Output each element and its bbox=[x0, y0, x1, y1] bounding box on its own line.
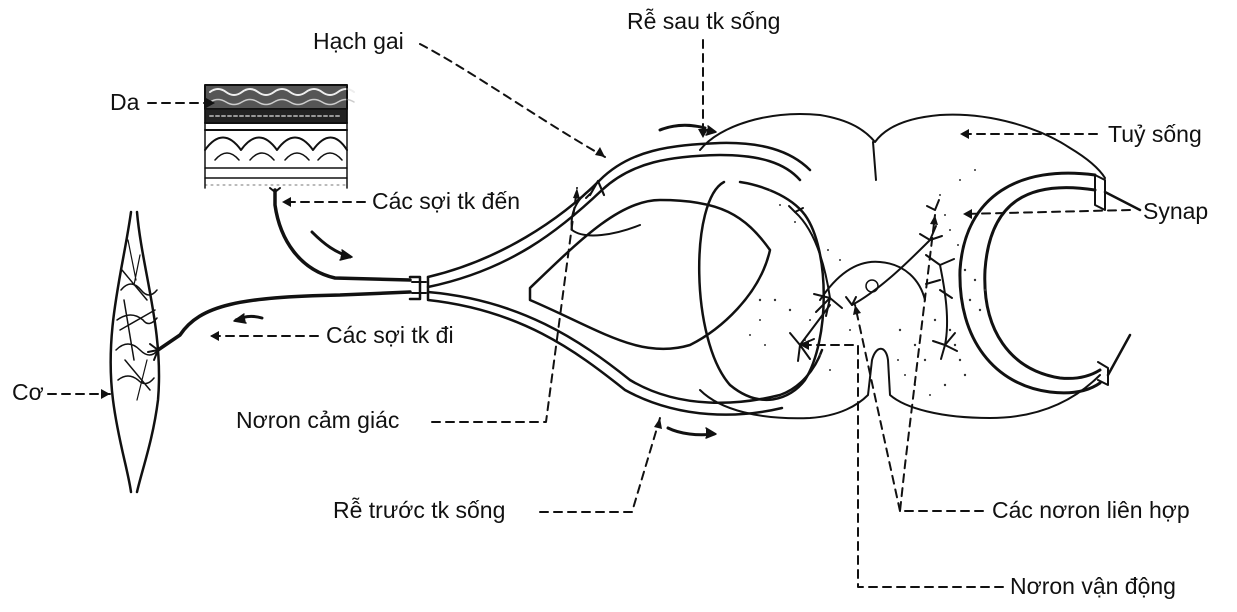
label-synap: Synap bbox=[1143, 200, 1208, 223]
leader-hach-gai bbox=[420, 44, 605, 157]
label-noron-van-dong: Nơron vận động bbox=[1010, 575, 1176, 598]
label-co: Cơ bbox=[12, 381, 44, 404]
leader-noron-van-dong bbox=[800, 345, 1003, 587]
label-soi-den: Các sợi tk đến bbox=[372, 190, 520, 213]
leader-noron-lien-hop-2 bbox=[855, 305, 900, 511]
label-da: Da bbox=[110, 91, 139, 114]
label-soi-di: Các sợi tk đi bbox=[326, 324, 454, 347]
label-hach-gai: Hạch gai bbox=[313, 30, 404, 53]
label-rhe-truoc: Rễ trước tk sống bbox=[333, 499, 505, 522]
leader-noron-lien-hop-1 bbox=[900, 215, 983, 511]
mixed-nerve bbox=[410, 277, 428, 299]
label-noron-lien-hop: Các nơron liên hợp bbox=[992, 499, 1190, 522]
direction-arrows bbox=[234, 125, 716, 438]
label-rhe-sau: Rễ sau tk sống bbox=[627, 10, 780, 33]
dorsal-root bbox=[428, 143, 810, 287]
leader-arrowheads bbox=[101, 98, 972, 429]
ventral-root bbox=[428, 292, 822, 415]
label-tuy-song: Tuỷ sống bbox=[1108, 123, 1202, 146]
leader-rhe-truoc bbox=[540, 418, 660, 512]
skin-tissue bbox=[205, 85, 354, 188]
label-noron-cam-giac: Nơron cảm giác bbox=[236, 409, 399, 432]
